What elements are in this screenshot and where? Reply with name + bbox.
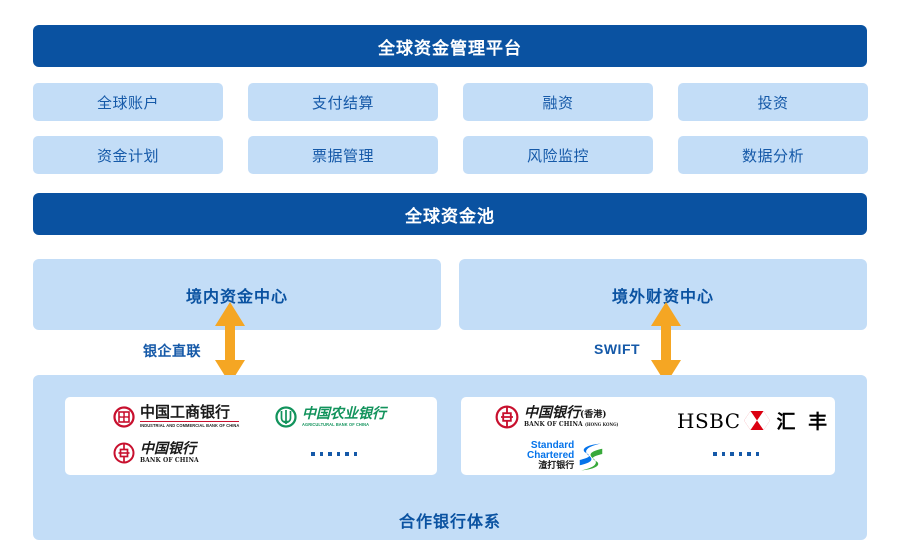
- bank-name-en-suffix: (HONG KONG): [584, 422, 619, 428]
- module-label: 数据分析: [741, 147, 804, 165]
- bank-name-en-line2: Chartered: [527, 450, 575, 461]
- bank-logo-boc-hongkong[interactable]: 中国银行(香港) BANK OF CHINA (HONG KONG): [495, 405, 618, 429]
- module-label: 支付结算: [311, 94, 374, 112]
- fund-pool-title-text: 全球资金池: [405, 206, 495, 226]
- abc-emblem-icon: [275, 406, 297, 428]
- module-data-analysis[interactable]: 数据分析: [678, 136, 868, 174]
- domestic-fund-center-label: 境内资金中心: [185, 288, 288, 306]
- bank-logo-boc[interactable]: 中国银行 BANK OF CHINA: [113, 442, 199, 464]
- module-label: 投资: [757, 94, 789, 112]
- connector-label-bank-direct-link: 银企直联: [143, 343, 201, 359]
- bank-logo-abc[interactable]: 中国农业银行 AGRICULTURAL BANK OF CHINA: [275, 406, 386, 428]
- boc-emblem-icon: [113, 442, 135, 464]
- module-label: 资金计划: [96, 147, 159, 165]
- more-banks-ellipsis: [713, 452, 759, 456]
- platform-title-bar: 全球资金管理平台: [33, 25, 867, 67]
- more-banks-ellipsis: [311, 452, 357, 456]
- partner-bank-system-label: 合作银行体系: [398, 514, 501, 531]
- standard-chartered-helix-icon: [580, 443, 603, 470]
- double-arrow-vertical-icon: [215, 302, 245, 384]
- boc-emblem-icon: [495, 405, 519, 429]
- overseas-treasury-center-label: 境外财资中心: [611, 288, 714, 306]
- double-arrow-vertical-icon: [651, 302, 681, 384]
- fund-pool-bar: 全球资金池: [33, 193, 867, 235]
- module-label: 融资: [542, 94, 574, 112]
- bank-name-cn: 中国银行: [140, 441, 196, 457]
- module-payment-settlement[interactable]: 支付结算: [248, 83, 438, 121]
- module-bill-management[interactable]: 票据管理: [248, 136, 438, 174]
- domestic-bank-card: 中国工商银行 INDUSTRIAL AND COMMERCIAL BANK OF…: [65, 397, 437, 475]
- module-financing[interactable]: 融资: [463, 83, 653, 121]
- bank-name-en-row: BANK OF CHINA (HONG KONG): [524, 420, 619, 429]
- module-investment[interactable]: 投资: [678, 83, 868, 121]
- bank-name-en: INDUSTRIAL AND COMMERCIAL BANK OF CHINA: [140, 422, 240, 429]
- bank-name-en: AGRICULTURAL BANK OF CHINA: [302, 421, 370, 428]
- partner-bank-system-container: 中国工商银行 INDUSTRIAL AND COMMERCIAL BANK OF…: [33, 375, 867, 540]
- bank-logo-icbc[interactable]: 中国工商银行 INDUSTRIAL AND COMMERCIAL BANK OF…: [113, 405, 240, 429]
- bank-name-cn: 中国农业银行: [302, 406, 386, 422]
- bank-name-cn: 渣打银行: [538, 461, 575, 471]
- module-label: 票据管理: [311, 147, 374, 165]
- bank-name-cn: 中国银行: [524, 405, 580, 421]
- module-risk-monitoring[interactable]: 风险监控: [463, 136, 653, 174]
- icbc-emblem-icon: [113, 405, 135, 428]
- module-label: 全球账户: [96, 94, 159, 112]
- bank-logo-standard-chartered[interactable]: Standard Chartered 渣打银行: [527, 441, 604, 472]
- overseas-bank-card: 中国银行(香港) BANK OF CHINA (HONG KONG) HSBC …: [461, 397, 835, 475]
- hsbc-hexagon-icon: [743, 411, 770, 430]
- bank-name-en: BANK OF CHINA: [140, 456, 199, 465]
- bank-name-cn: 汇 丰: [776, 411, 831, 433]
- bank-name-en-line1: Standard: [530, 440, 575, 451]
- connector-label-swift: SWIFT: [594, 341, 641, 357]
- bank-name-en: HSBC: [677, 408, 741, 433]
- bank-name-cn-row: 中国银行(香港): [524, 406, 618, 420]
- bank-name-cn-suffix: (香港): [580, 410, 607, 420]
- module-label: 风险监控: [526, 147, 589, 165]
- module-global-account[interactable]: 全球账户: [33, 83, 223, 121]
- module-fund-plan[interactable]: 资金计划: [33, 136, 223, 174]
- bank-name-en: BANK OF CHINA: [524, 420, 583, 429]
- bank-logo-hsbc[interactable]: HSBC 汇 丰: [677, 407, 830, 434]
- bank-name-cn: 中国工商银行: [140, 405, 240, 422]
- platform-title-text: 全球资金管理平台: [378, 38, 522, 58]
